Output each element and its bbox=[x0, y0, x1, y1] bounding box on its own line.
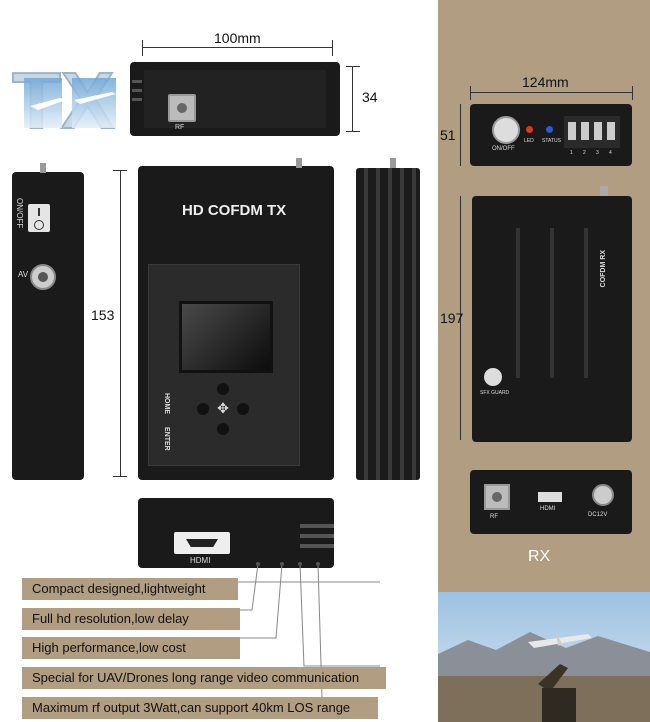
rx-top-view: ON/OFF LED STATUS 1 2 3 4 bbox=[470, 104, 632, 166]
arrows-icon: ✥ bbox=[217, 401, 229, 417]
dip-switch-block[interactable] bbox=[564, 116, 620, 148]
tick bbox=[346, 131, 360, 132]
rx-width-line bbox=[470, 92, 632, 93]
tx-logo-graphic: TX bbox=[11, 55, 116, 146]
rx-rf-label: RF bbox=[490, 514, 498, 520]
antenna-stub bbox=[600, 186, 608, 196]
tick bbox=[470, 86, 471, 100]
rx-length-dim: 197 bbox=[440, 310, 464, 326]
switch-label: 2 bbox=[583, 150, 586, 156]
rx-rf-connector bbox=[484, 484, 510, 510]
button-up[interactable] bbox=[217, 383, 229, 395]
tx-length-line bbox=[120, 170, 121, 476]
rx-caption: RX bbox=[528, 548, 551, 565]
antenna-stub bbox=[296, 158, 302, 168]
onoff-switch[interactable] bbox=[28, 204, 50, 232]
rx-side-label: COFDM RX bbox=[600, 250, 607, 288]
tx-top-fins bbox=[130, 74, 144, 124]
feature-item: Compact designed,lightweight bbox=[22, 578, 238, 600]
led-label: LED bbox=[524, 138, 534, 144]
rx-onoff-label: ON/OFF bbox=[492, 146, 515, 152]
rx-groove bbox=[516, 228, 520, 378]
rx-length-line bbox=[460, 196, 461, 440]
rx-width-dim: 124mm bbox=[522, 74, 569, 90]
rx-groove bbox=[550, 228, 554, 378]
feature-item: Maximum rf output 3Watt,can support 40km… bbox=[22, 697, 378, 719]
feature-item: Special for UAV/Drones long range video … bbox=[22, 667, 386, 689]
tx-hdmi-label: HDMI bbox=[190, 556, 211, 565]
enter-label: ENTER bbox=[163, 427, 170, 451]
tick bbox=[332, 40, 333, 56]
tick bbox=[346, 66, 360, 67]
switch-label: 3 bbox=[596, 150, 599, 156]
uav-photo-graphic bbox=[438, 592, 650, 722]
tick bbox=[113, 170, 127, 171]
rx-hdmi-port bbox=[538, 492, 562, 502]
tx-back-view: HDMI bbox=[138, 498, 334, 568]
uav-launch-photo bbox=[438, 592, 650, 722]
tx-heatsink-view bbox=[356, 168, 420, 480]
dc-power-jack bbox=[592, 484, 614, 506]
av-connector bbox=[30, 264, 56, 290]
rx-power-knob[interactable] bbox=[492, 116, 520, 144]
switch-label: 1 bbox=[570, 150, 573, 156]
rx-dc-label: DC12V bbox=[588, 512, 608, 518]
tx-left-side-view: ON/OFF AV bbox=[12, 172, 84, 480]
feature-item: Full hd resolution,low delay bbox=[22, 608, 240, 630]
button-right[interactable] bbox=[237, 403, 249, 415]
tx-length-dim: 153 bbox=[91, 307, 115, 323]
rx-brand-label: SFX GUARD bbox=[480, 390, 510, 396]
tx-panel-title: HD COFDM TX bbox=[182, 202, 287, 219]
tick bbox=[142, 40, 143, 56]
rx-front-view: COFDM RX SFX GUARD bbox=[472, 196, 632, 442]
tx-width-dim: 100mm bbox=[214, 30, 261, 46]
tx-logo: TX TX bbox=[8, 55, 126, 146]
tx-av-label: AV bbox=[18, 270, 29, 279]
tx-front-view: HD COFDM TX HOME ENTER ✥ bbox=[138, 166, 334, 480]
antenna-stub bbox=[40, 163, 46, 173]
button-down[interactable] bbox=[217, 423, 229, 435]
screen bbox=[179, 301, 273, 373]
tx-height-dim: 34 bbox=[362, 89, 378, 105]
button-left[interactable] bbox=[197, 403, 209, 415]
tx-rf-label: RF bbox=[175, 124, 185, 131]
rf-connector bbox=[168, 94, 196, 122]
tx-top-view: RF bbox=[130, 62, 340, 136]
rx-back-view: RF HDMI DC12V bbox=[470, 470, 632, 534]
home-label: HOME bbox=[163, 393, 170, 414]
tx-back-fins bbox=[300, 518, 334, 568]
status-label: STATUS bbox=[542, 138, 561, 144]
rx-height-line bbox=[460, 104, 461, 166]
rx-hdmi-label: HDMI bbox=[540, 506, 556, 512]
feature-item: High performance,low cost bbox=[22, 637, 240, 659]
status-indicator bbox=[546, 126, 553, 133]
tx-width-line bbox=[142, 47, 332, 48]
led-indicator bbox=[526, 126, 533, 133]
tx-onoff-label: ON/OFF bbox=[15, 198, 24, 229]
tick bbox=[113, 476, 127, 477]
rx-height-dim: 51 bbox=[440, 127, 456, 143]
hdmi-port bbox=[174, 532, 230, 554]
tick bbox=[632, 86, 633, 100]
switch-label: 4 bbox=[609, 150, 612, 156]
tx-height-line bbox=[352, 66, 353, 132]
brand-logo-icon bbox=[484, 368, 502, 386]
control-panel: HOME ENTER ✥ bbox=[148, 264, 300, 466]
antenna-stub bbox=[390, 158, 396, 168]
rx-groove bbox=[584, 228, 588, 378]
